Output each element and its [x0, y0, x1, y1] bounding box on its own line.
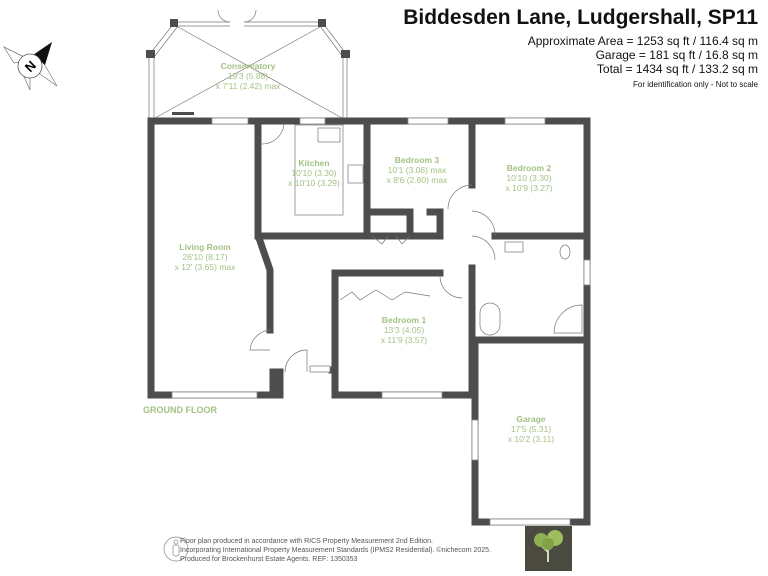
doors — [249, 123, 496, 373]
bedroom3-dim: x 8'6 (2.60) max — [387, 175, 448, 185]
window — [381, 391, 443, 399]
window — [299, 117, 326, 125]
kitchen-door[interactable] — [261, 123, 285, 145]
walls — [147, 117, 591, 526]
bedroom1-label: Bedroom 1 — [382, 315, 427, 325]
kitchen-dim: 10'10 (3.30) — [291, 168, 336, 178]
bath-icon — [479, 302, 501, 336]
bathroom-door[interactable] — [471, 235, 496, 261]
conservatory — [146, 9, 350, 119]
bedroom2-label: Bedroom 2 — [507, 163, 552, 173]
kitchen-label: Kitchen — [298, 158, 329, 168]
cupboard-doors[interactable] — [371, 235, 411, 245]
basin-icon — [504, 241, 524, 253]
footer-line: Incorporating International Property Mea… — [180, 547, 491, 554]
total-area: Total = 1434 sq ft / 133.2 sq m — [596, 62, 758, 76]
bedroom1-dim: 13'3 (4.05) — [384, 325, 425, 335]
wardrobe-doors[interactable] — [339, 289, 431, 301]
property-title: Biddesden Lane, Ludgershall, SP11 — [403, 6, 758, 29]
bedroom3-label: Bedroom 3 — [395, 155, 440, 165]
bedroom2-dim: 10'10 (3.30) — [506, 173, 551, 183]
living-room-door[interactable] — [249, 329, 271, 351]
window — [504, 117, 546, 125]
footer-line: Floor plan produced in accordance with R… — [180, 538, 433, 545]
bedroom2-door[interactable] — [471, 210, 496, 237]
agent-logo — [525, 526, 572, 571]
conservatory-door — [172, 112, 194, 115]
front-door[interactable] — [284, 349, 308, 373]
windows — [171, 112, 591, 526]
room-labels: Conservatory 19'3 (5.88) x 7'11 (2.42) m… — [175, 61, 555, 444]
window — [211, 117, 249, 125]
conservatory-french-doors[interactable] — [217, 9, 257, 23]
window — [471, 419, 479, 461]
garage-door — [489, 518, 571, 526]
living-room-dim: 26'10 (8.17) — [182, 252, 227, 262]
footer-text: Floor plan produced in accordance with R… — [180, 537, 491, 564]
bedroom3-door[interactable] — [447, 184, 473, 210]
person-icon — [163, 536, 189, 562]
window — [171, 391, 258, 399]
kitchen-worktop — [294, 124, 344, 216]
living-room-dim: x 12' (3.65) max — [175, 262, 236, 272]
conservatory-dim: x 7'11 (2.42) max — [216, 81, 282, 91]
garage-dim: 17'5 (5.31) — [511, 424, 552, 434]
garage-dim: x 10'2 (3.11) — [508, 434, 555, 444]
window — [309, 365, 331, 373]
hob-icon — [347, 164, 364, 184]
footer-line: Produced for Brockenhurst Estate Agents.… — [180, 556, 358, 563]
window — [407, 117, 449, 125]
shower-icon — [553, 304, 583, 334]
sink-icon — [317, 127, 341, 143]
bedroom2-dim: x 10'9 (3.27) — [506, 183, 553, 193]
tree-icon — [534, 530, 563, 562]
garage-area: Garage = 181 sq ft / 16.8 sq m — [595, 48, 758, 62]
compass-icon: N — [3, 42, 58, 91]
kitchen-dim: x 10'10 (3.29) — [288, 178, 340, 188]
bedroom3-dim: 10'1 (3.08) max — [388, 165, 448, 175]
approximate-area: Approximate Area = 1253 sq ft / 116.4 sq… — [527, 34, 758, 48]
garage-label: Garage — [516, 414, 546, 424]
conservatory-dim: 19'3 (5.88) — [228, 71, 269, 81]
bedroom1-dim: x 11'9 (3.57) — [381, 335, 428, 345]
fixtures — [294, 124, 583, 336]
disclaimer-note: For identification only - Not to scale — [633, 80, 758, 89]
floor-label: GROUND FLOOR — [143, 405, 217, 415]
bedroom1-door[interactable] — [439, 276, 463, 299]
window — [583, 259, 591, 286]
living-room-label: Living Room — [179, 242, 231, 252]
conservatory-label: Conservatory — [221, 61, 276, 71]
toilet-icon — [559, 244, 571, 260]
